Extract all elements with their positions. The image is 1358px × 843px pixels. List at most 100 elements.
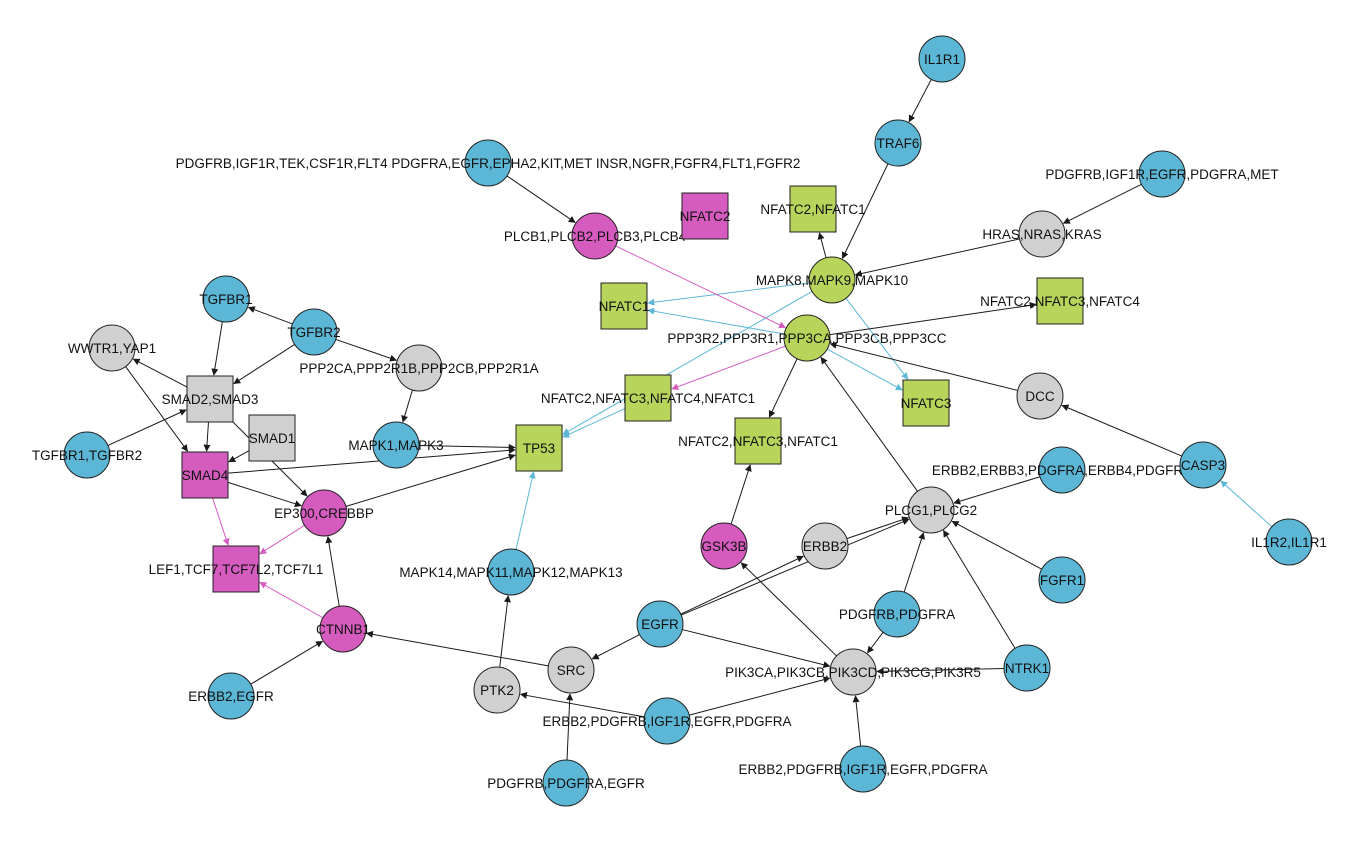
node-label: EP300,CREBBP bbox=[274, 506, 374, 521]
edge-smad4-to-ep300 bbox=[227, 481, 302, 508]
node-src[interactable]: SRC bbox=[547, 646, 595, 694]
node-ras[interactable]: HRAS,NRAS,KRAS bbox=[982, 210, 1102, 258]
node-nfatc2[interactable]: NFATC2 bbox=[680, 192, 731, 240]
node-nfatc234[interactable]: NFATC2,NFATC3,NFATC4 bbox=[980, 277, 1140, 325]
node-erbb2[interactable]: ERBB2 bbox=[801, 522, 849, 570]
node-plcb[interactable]: PLCB1,PLCB2,PLCB3,PLCB4 bbox=[504, 212, 687, 260]
node-smad23[interactable]: SMAD2,SMAD3 bbox=[162, 375, 259, 423]
node-label: PTK2 bbox=[480, 683, 514, 698]
node-erbbs[interactable]: ERBB2,ERBB3,PDGFRA,ERBB4,PDGFRB bbox=[932, 446, 1192, 494]
edge-mapk8-to-tp53 bbox=[562, 291, 813, 435]
node-label: PDGFRB,PDGFRA bbox=[839, 607, 955, 622]
node-label: ERBB2,PDGFRB,IGF1R,EGFR,PDGFRA bbox=[542, 714, 791, 729]
edge-src-to-ctnnb1 bbox=[365, 630, 549, 667]
node-circle bbox=[571, 212, 619, 260]
node-smad4[interactable]: SMAD4 bbox=[181, 451, 229, 499]
node-label: HRAS,NRAS,KRAS bbox=[982, 227, 1101, 242]
edge-smad4-to-lef1 bbox=[212, 497, 230, 546]
node-tgfbr12[interactable]: TGFBR1,TGFBR2 bbox=[32, 431, 142, 479]
node-label: ERBB2 bbox=[803, 539, 847, 554]
edge-ctnnb1-to-lef1 bbox=[259, 581, 324, 619]
node-fgfr1[interactable]: FGFR1 bbox=[1038, 556, 1086, 604]
node-lef1[interactable]: LEF1,TCF7,TCF7L2,TCF7L1 bbox=[149, 545, 324, 593]
node-erbbmix2[interactable]: ERBB2,PDGFRB,IGF1R,EGFR,PDGFRA bbox=[738, 745, 988, 793]
edge-tgfbr2-to-ppp2 bbox=[335, 338, 397, 362]
node-erbbmix1[interactable]: ERBB2,PDGFRB,IGF1R,EGFR,PDGFRA bbox=[542, 697, 792, 745]
edge-smad23-to-wwtr1 bbox=[132, 358, 188, 388]
node-casp3[interactable]: CASP3 bbox=[1179, 441, 1227, 489]
edge-wwtr1-to-smad4 bbox=[125, 366, 188, 452]
node-circle bbox=[918, 35, 966, 83]
node-ep300[interactable]: EP300,CREBBP bbox=[274, 489, 374, 537]
edge-egfr-to-src bbox=[591, 634, 640, 660]
node-ppp2[interactable]: PPP2CA,PPP2R1B,PPP2CB,PPP2R1A bbox=[299, 344, 539, 392]
node-tgfbr1[interactable]: TGFBR1 bbox=[199, 275, 253, 323]
edge-erbb2egfr-to-ctnnb1 bbox=[250, 640, 324, 685]
node-dcc[interactable]: DCC bbox=[1016, 372, 1064, 420]
node-il1r1[interactable]: IL1R1 bbox=[918, 35, 966, 83]
edge-nfatc2341-to-tp53 bbox=[562, 408, 626, 438]
node-circle bbox=[395, 344, 443, 392]
edge-plcg-to-ppp3 bbox=[820, 356, 918, 492]
edge-smad4-to-tp53 bbox=[227, 446, 516, 474]
edge-dcc-to-ppp3 bbox=[829, 341, 1018, 391]
node-circle bbox=[487, 548, 535, 596]
edge-tgfbr1-to-smad23 bbox=[211, 321, 223, 376]
edge-il1r1-to-traf6 bbox=[908, 79, 932, 123]
node-circle bbox=[542, 759, 590, 807]
node-mapk14[interactable]: MAPK14,MAPK11,MAPK12,MAPK13 bbox=[399, 548, 623, 596]
node-label: NFATC2,NFATC3,NFATC4 bbox=[980, 294, 1140, 309]
node-square bbox=[734, 417, 782, 465]
node-circle bbox=[839, 745, 887, 793]
node-tp53[interactable]: TP53 bbox=[515, 424, 563, 472]
node-nfatc1[interactable]: NFATC1 bbox=[599, 282, 650, 330]
edge-plcb-to-ppp3 bbox=[615, 245, 787, 329]
node-rtk2[interactable]: PDGFRB,IGF1R,EGFR,PDGFRA,MET bbox=[1045, 150, 1279, 198]
node-circle bbox=[88, 324, 136, 372]
edge-mapk14-to-tp53 bbox=[515, 471, 536, 550]
node-label: WWTR1,YAP1 bbox=[68, 341, 156, 356]
node-ptk2[interactable]: PTK2 bbox=[473, 666, 521, 714]
node-gsk3b[interactable]: GSK3B bbox=[700, 522, 748, 570]
node-label: PIK3CA,PIK3CB,PIK3CD,PIK3CG,PIK3R5 bbox=[725, 665, 981, 680]
edge-smad23-to-smad4 bbox=[203, 421, 211, 452]
node-nfatc2c1[interactable]: NFATC2,NFATC1 bbox=[760, 185, 866, 233]
edge-pdgfrba-to-pik3 bbox=[867, 632, 884, 654]
node-label: TGFBR1 bbox=[199, 292, 252, 307]
node-egfr[interactable]: EGFR bbox=[636, 600, 684, 648]
node-label: SRC bbox=[557, 663, 586, 678]
node-label: TP53 bbox=[523, 441, 555, 456]
node-circle bbox=[1038, 446, 1086, 494]
node-plcg[interactable]: PLCG1,PLCG2 bbox=[885, 486, 977, 534]
node-label: LEF1,TCF7,TCF7L2,TCF7L1 bbox=[149, 562, 324, 577]
node-label: ERBB2,EGFR bbox=[188, 689, 274, 704]
node-pdgfrbae[interactable]: PDGFRB,PDGFRA,EGFR bbox=[487, 759, 645, 807]
node-pdgfrba[interactable]: PDGFRB,PDGFRA bbox=[839, 590, 955, 638]
node-ctnnb1[interactable]: CTNNB1 bbox=[316, 605, 370, 653]
node-ppp3[interactable]: PPP3R2,PPP3R1,PPP3CA,PPP3CB,PPP3CC bbox=[667, 314, 947, 362]
edge-ctnnb1-to-ep300 bbox=[325, 535, 340, 607]
node-mapk8[interactable]: MAPK8,MAPK9,MAPK10 bbox=[756, 256, 908, 304]
node-ntrk1[interactable]: NTRK1 bbox=[1003, 644, 1051, 692]
node-label: PLCG1,PLCG2 bbox=[885, 503, 977, 518]
node-wwtr1[interactable]: WWTR1,YAP1 bbox=[68, 324, 156, 372]
node-pik3[interactable]: PIK3CA,PIK3CB,PIK3CD,PIK3CG,PIK3R5 bbox=[725, 648, 981, 696]
node-nfatc231[interactable]: NFATC2,NFATC3,NFATC1 bbox=[678, 417, 838, 465]
node-circle bbox=[783, 314, 831, 362]
node-erbb2egfr[interactable]: ERBB2,EGFR bbox=[188, 672, 274, 720]
edge-tgfbr12-to-smad23 bbox=[107, 409, 187, 446]
node-nfatc2341[interactable]: NFATC2,NFATC3,NFATC4,NFATC1 bbox=[541, 374, 755, 422]
node-label: NFATC3 bbox=[901, 396, 952, 411]
node-label: PLCB1,PLCB2,PLCB3,PLCB4 bbox=[504, 229, 687, 244]
node-smad1[interactable]: SMAD1 bbox=[248, 414, 296, 462]
edge-ppp3-to-nfatc1 bbox=[647, 307, 785, 335]
node-label: NFATC2,NFATC3,NFATC4,NFATC1 bbox=[541, 391, 755, 406]
node-traf6[interactable]: TRAF6 bbox=[874, 119, 922, 167]
node-mapk13[interactable]: MAPK1,MAPK3 bbox=[348, 421, 444, 469]
node-rtk1[interactable]: PDGFRB,IGF1R,TEK,CSF1R,FLT4 PDGFRA,EGFR,… bbox=[176, 139, 801, 187]
node-il1r2[interactable]: IL1R2,IL1R1 bbox=[1251, 518, 1327, 566]
node-label: CTNNB1 bbox=[316, 622, 370, 637]
node-circle bbox=[547, 646, 595, 694]
node-tgfbr2[interactable]: TGFBR2 bbox=[287, 308, 341, 356]
node-nfatc3[interactable]: NFATC3 bbox=[901, 379, 952, 427]
